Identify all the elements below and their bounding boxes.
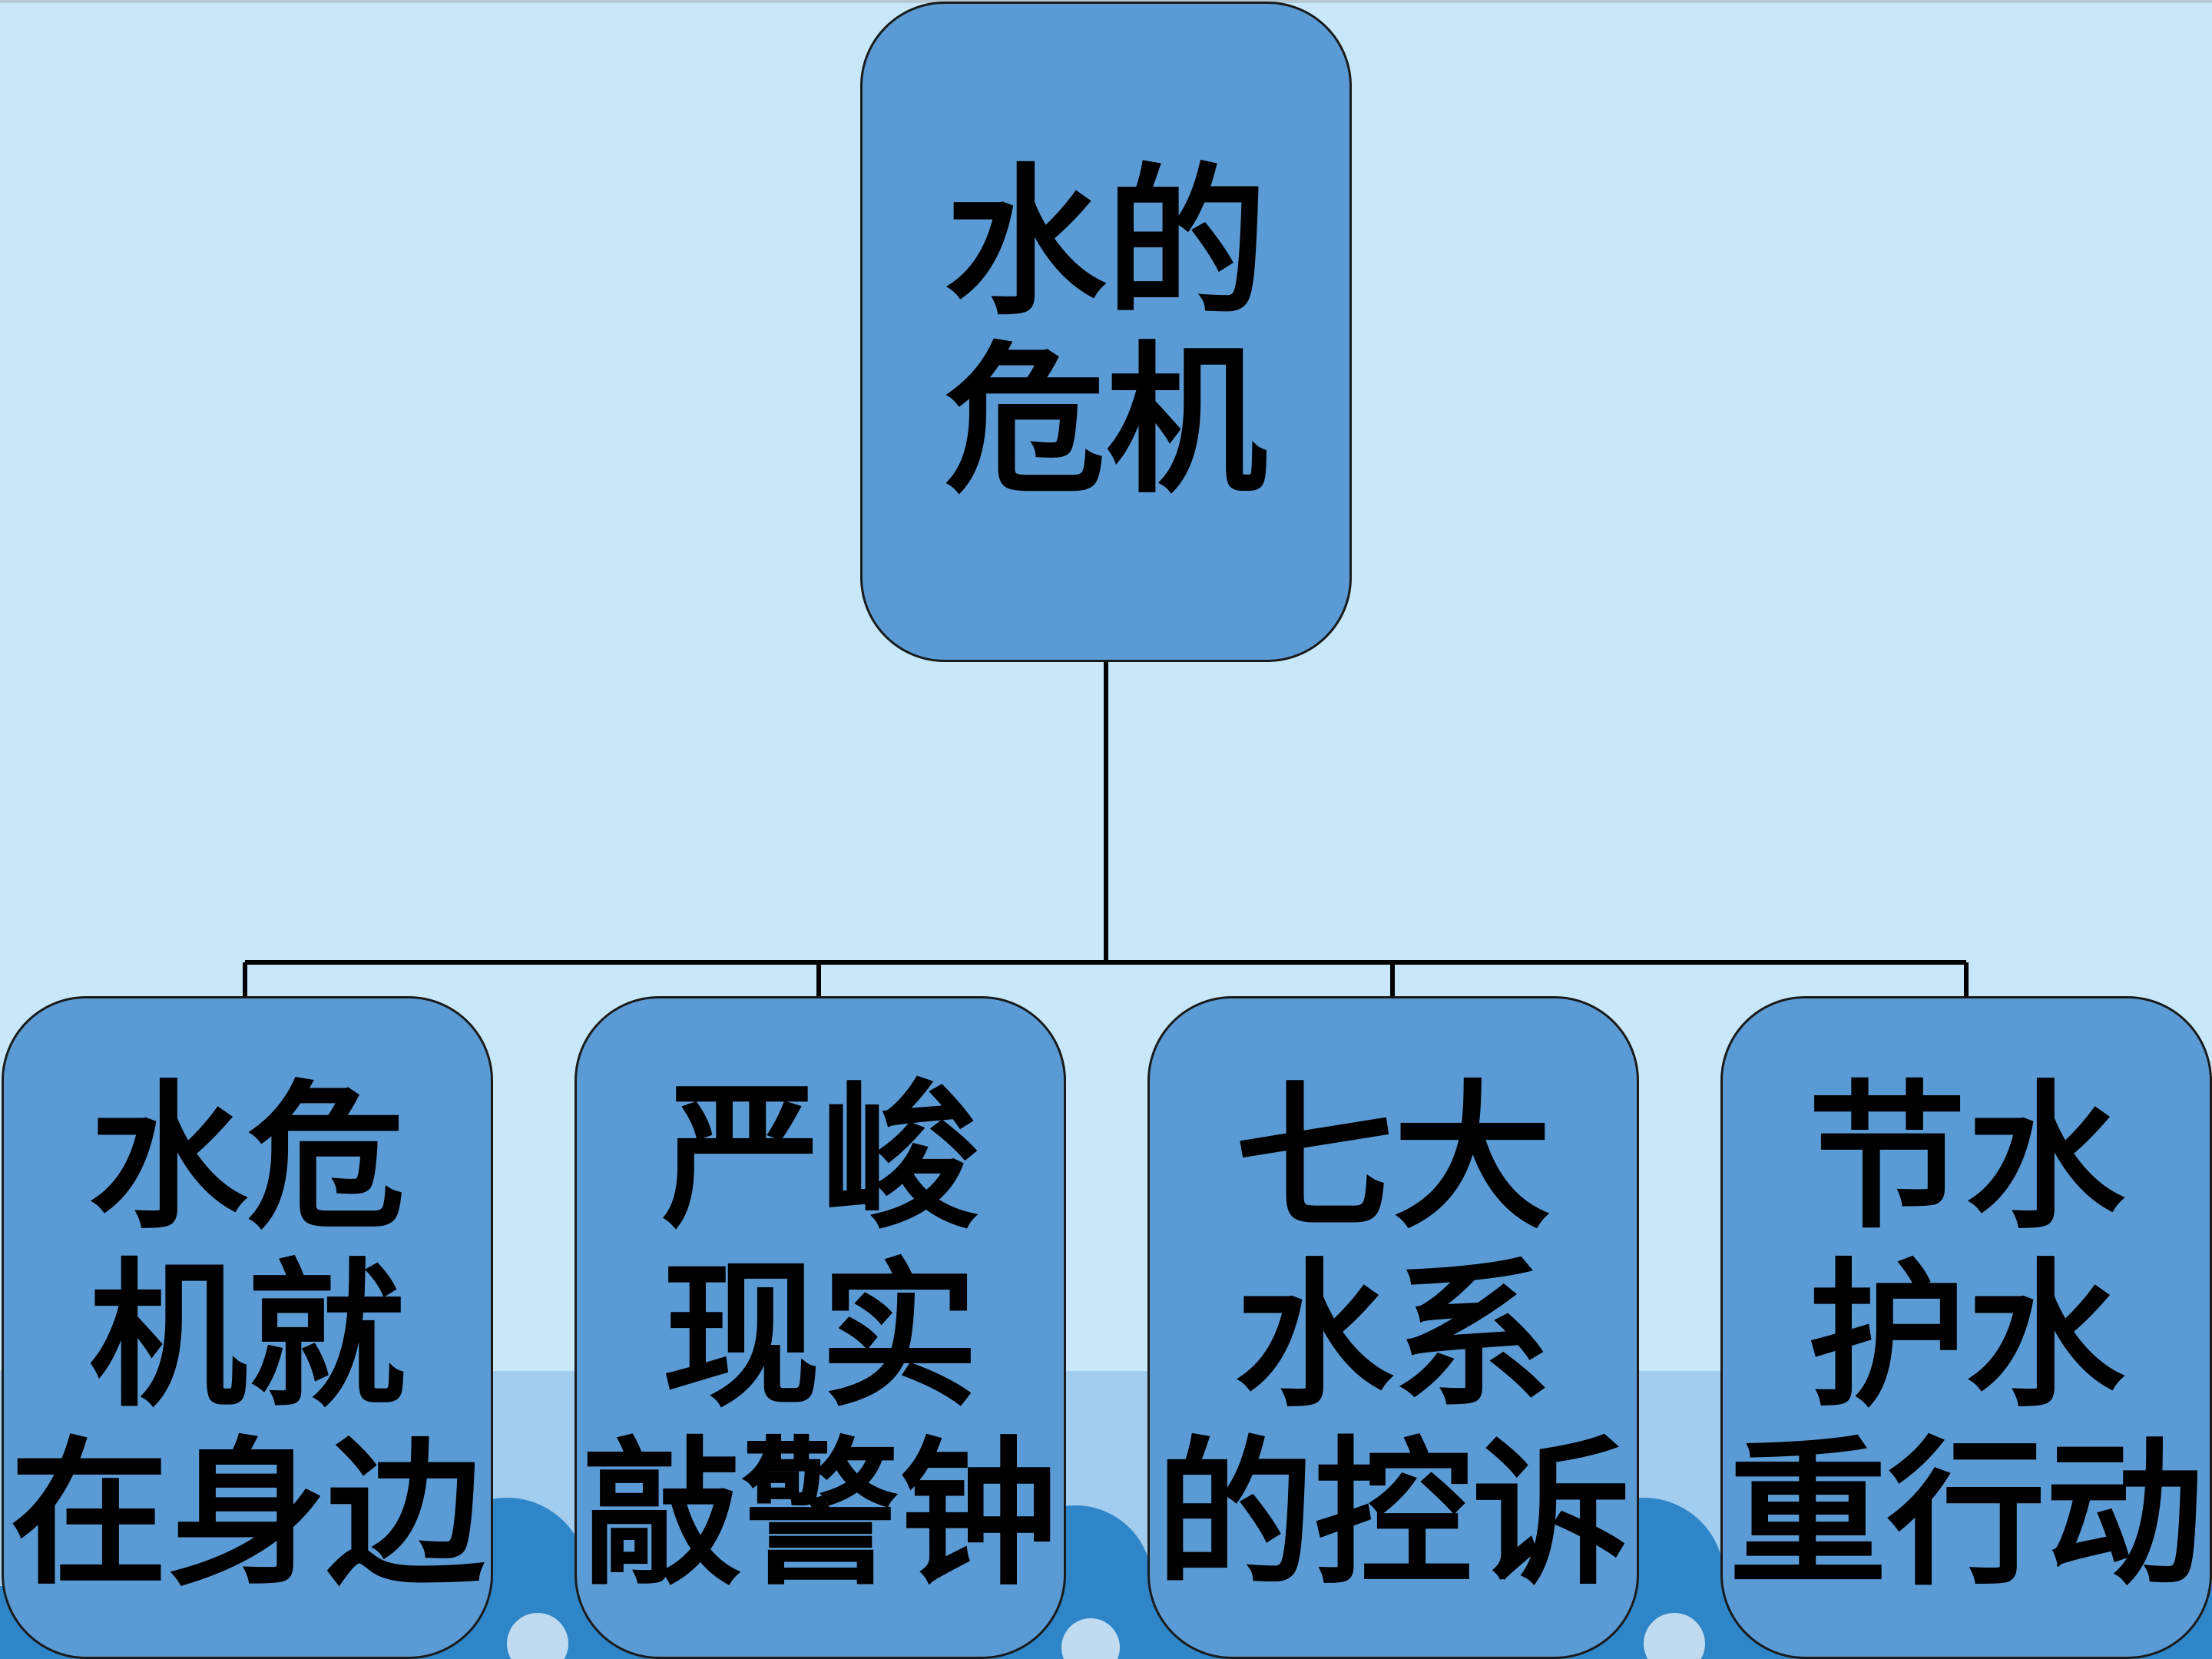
root-node-text: 水的 危机 — [945, 154, 1267, 510]
child-node-4: 节水 护水 重行动 — [1720, 996, 2212, 1659]
child-1-line-1: 水危 — [88, 1064, 406, 1250]
child-2-line-3: 敲警钟 — [582, 1420, 1058, 1607]
wave-foam — [507, 1613, 1705, 1659]
child-node-2: 严峻 现实 敲警钟 — [575, 996, 1066, 1659]
child-2-line-2: 现实 — [661, 1242, 979, 1429]
child-3-line-1: 七大 — [1234, 1064, 1551, 1250]
child-4-line-1: 节水 — [1807, 1064, 2124, 1250]
root-line-1: 水的 — [944, 147, 1267, 337]
child-4-line-2: 护水 — [1807, 1242, 2124, 1429]
child-1-line-2: 机就 — [88, 1242, 406, 1429]
root-line-2: 危机 — [944, 326, 1267, 515]
child-node-1-text: 水危 机就 在身边 — [10, 1053, 485, 1603]
child-node-4-text: 节水 护水 重行动 — [1729, 1053, 2204, 1603]
child-4-line-3: 重行动 — [1728, 1420, 2204, 1607]
child-node-3-text: 七大 水系 的控诉 — [1156, 1053, 1631, 1603]
child-3-line-3: 的控诉 — [1155, 1420, 1631, 1607]
child-2-line-1: 严峻 — [661, 1064, 979, 1250]
child-3-line-2: 水系 — [1234, 1242, 1551, 1429]
child-node-2-text: 严峻 现实 敲警钟 — [583, 1053, 1058, 1603]
child-node-1: 水危 机就 在身边 — [2, 996, 493, 1659]
child-node-3: 七大 水系 的控诉 — [1147, 996, 1639, 1659]
root-node: 水的 危机 — [860, 2, 1352, 662]
child-1-line-3: 在身边 — [9, 1420, 485, 1607]
